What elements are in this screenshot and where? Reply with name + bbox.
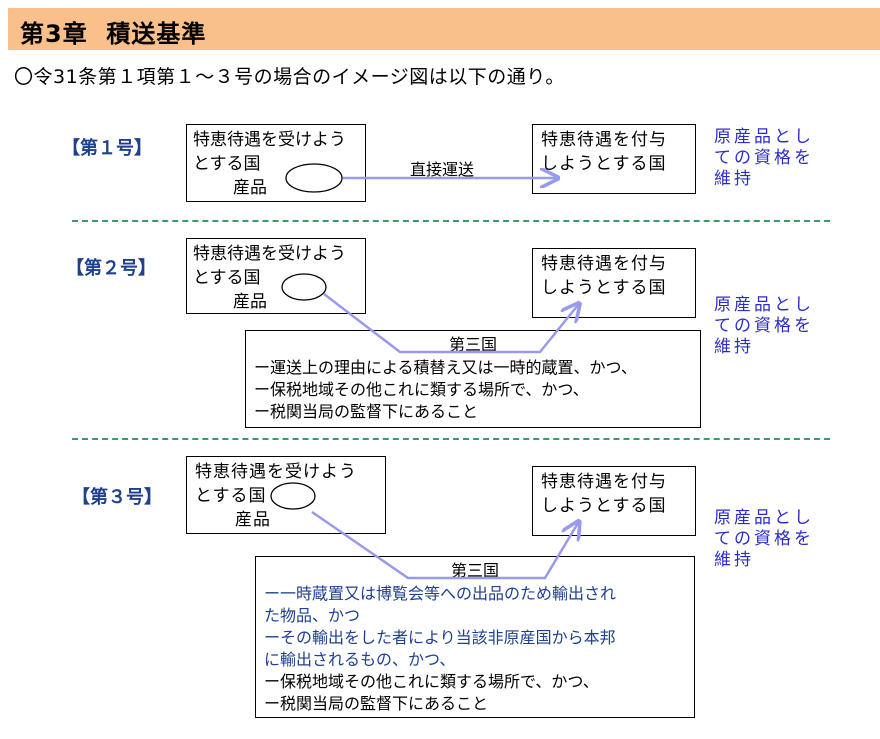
section-1-note: 原産品としての資格を維持 [714,127,814,189]
third-condition-2: ー保税地域その他これに類する場所で、かつ、 [254,380,589,399]
chapter-title: 第3章 積送基準 [20,20,207,48]
section-2-origin-box: 特恵待遇を受けよう とする国 産品 [186,238,366,314]
intro-text: 〇令31条第１項第１～３号の場合のイメージ図は以下の通り。 [14,66,565,88]
direct-transport-label: 直接運送 [410,160,475,179]
section-1-label: 【第１号】 [62,138,152,159]
section-2-product-ellipse [281,273,327,301]
third-condition-3: ー保税地域その他これに類する場所で、かつ、 [264,672,599,691]
dest-line-2: しようとする国 [541,496,667,516]
divider-1 [72,220,830,222]
third-country-title: 第三国 [448,335,497,354]
dest-line-2: しようとする国 [541,278,667,298]
origin-line-1: 特恵待遇を受けよう [193,130,346,150]
third-country-title: 第三国 [450,561,499,580]
chapter-header: 第3章 積送基準 [8,8,880,50]
section-3-note: 原産品としての資格を維持 [714,508,814,570]
third-condition-4: ー税関当局の監督下にあること [264,694,489,713]
section-3-route-arrow [311,510,578,580]
third-condition-3: ー税関当局の監督下にあること [254,402,479,421]
third-condition-2-cont: に輸出されるもの、かつ、 [264,650,456,669]
third-condition-1-cont: た物品、かつ [264,606,361,625]
divider-2 [72,438,830,440]
origin-product: 産品 [235,510,271,530]
origin-line-2: とする国 [193,154,261,174]
origin-line-1: 特恵待遇を受けよう [193,244,346,264]
origin-line-2: とする国 [193,268,261,288]
third-condition-1: ー一時蔵置又は博覧会等への出品のため輸出され [264,584,617,603]
dest-line-2: しようとする国 [541,154,667,174]
section-3-third-country-box: 第三国 ー一時蔵置又は博覧会等への出品のため輸出され た物品、かつ ーその輸出を… [255,556,695,718]
dest-line-1: 特恵待遇を付与 [541,130,667,150]
dest-line-1: 特恵待遇を付与 [541,254,667,274]
third-condition-2: ーその輸出をした者により当該非原産国から本邦 [264,628,616,647]
section-3-label: 【第３号】 [72,487,162,508]
origin-line-1: 特恵待遇を受けよう [195,462,357,482]
section-2-route-arrow [323,293,578,354]
third-condition-1: ー運送上の理由による積替え又は一時的蔵置、かつ、 [254,358,637,377]
origin-product: 産品 [233,178,267,198]
origin-line-2: とする国 [195,486,267,506]
section-2-third-country-box: 第三国 ー運送上の理由による積替え又は一時的蔵置、かつ、 ー保税地域その他これに… [245,330,701,428]
origin-product: 産品 [233,292,267,312]
section-2-label: 【第２号】 [66,258,156,279]
section-2-dest-box: 特恵待遇を付与 しようとする国 [532,248,696,318]
section-3-dest-box: 特恵待遇を付与 しようとする国 [532,466,696,536]
section-3-product-ellipse [270,482,316,510]
section-1-dest-box: 特恵待遇を付与 しようとする国 [532,124,696,194]
section-1-origin-box: 特恵待遇を受けよう とする国 産品 [186,124,366,202]
section-2-note: 原産品としての資格を維持 [714,295,814,357]
section-1-product-ellipse [285,163,343,193]
dest-line-1: 特恵待遇を付与 [541,472,667,492]
